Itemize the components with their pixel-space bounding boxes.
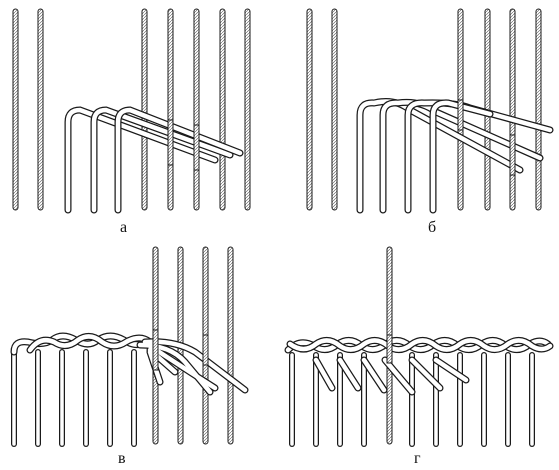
stake-overlaps: [457, 99, 516, 176]
bent-rods: [356, 98, 554, 214]
stake: [141, 8, 148, 211]
panel-label-v: в: [118, 450, 126, 467]
stake-overlaps: [386, 334, 393, 364]
stake: [509, 8, 516, 211]
panel-label-a: а: [120, 219, 127, 236]
stake: [244, 8, 251, 211]
woven-rim: [10, 332, 249, 447]
stake-segment: [202, 334, 209, 366]
stake: [37, 8, 44, 211]
panel-a: а: [12, 8, 251, 236]
panel-g: г: [284, 246, 554, 467]
stake-segment: [509, 134, 516, 176]
panel-label-g: г: [414, 450, 421, 467]
stake-segment: [152, 329, 159, 371]
stake-segment: [386, 334, 393, 364]
stake-overlaps: [167, 119, 200, 171]
stake-segment: [457, 99, 464, 131]
panel-v: в: [10, 246, 249, 467]
stake-overlaps: [152, 329, 209, 371]
stake-segment: [193, 124, 200, 171]
stake: [12, 8, 19, 211]
stake: [227, 246, 234, 445]
stakes: [306, 8, 542, 211]
bent-rods: [64, 106, 244, 214]
stake-segment: [167, 119, 174, 166]
stake: [167, 8, 174, 211]
stake: [306, 8, 313, 211]
stake: [331, 8, 338, 211]
stake: [193, 8, 200, 211]
panel-label-b: б: [428, 219, 436, 236]
panel-b: б: [306, 8, 554, 236]
woven-rim: [284, 337, 554, 447]
stake: [535, 8, 542, 211]
stake: [219, 8, 226, 211]
